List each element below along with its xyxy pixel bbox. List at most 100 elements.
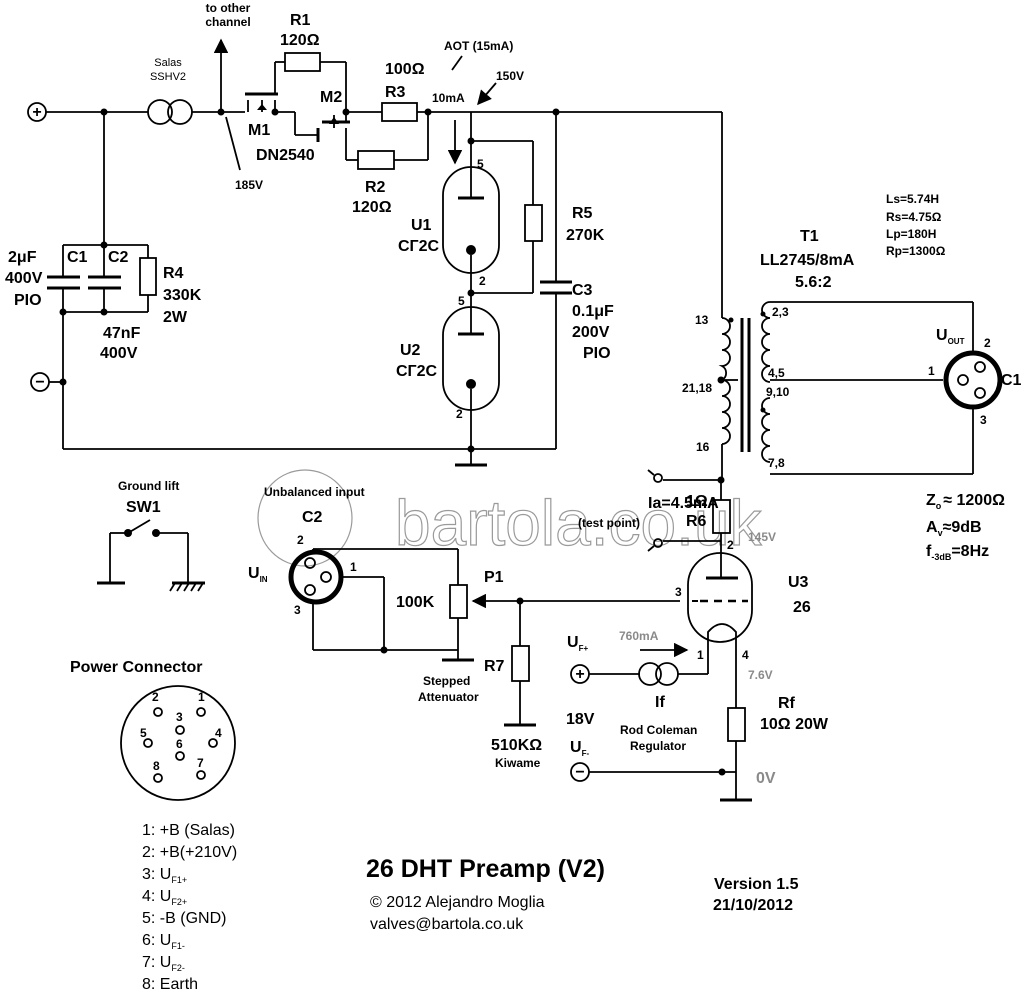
power-connector-pin-label: 5 bbox=[140, 726, 147, 740]
sw1-name: SW1 bbox=[126, 499, 161, 516]
c1-type: PIO bbox=[14, 292, 42, 309]
u2-type: СГ2С bbox=[396, 363, 438, 380]
regulator-label: Regulator bbox=[630, 739, 686, 753]
email-label: valves@bartola.co.uk bbox=[370, 916, 524, 933]
attenuator-label: Attenuator bbox=[418, 690, 479, 704]
u1-name: U1 bbox=[411, 217, 432, 234]
input-connector bbox=[288, 548, 458, 651]
c1-name: C1 bbox=[67, 249, 88, 266]
power-connector-title: Power Connector bbox=[70, 659, 202, 676]
power-connector-pin-label: 4 bbox=[215, 726, 222, 740]
u3-pin2: 2 bbox=[727, 538, 734, 552]
u3-type: 26 bbox=[793, 599, 811, 616]
copyright-label: © 2012 Alejandro Moglia bbox=[370, 894, 545, 911]
power-connector-pin bbox=[175, 751, 185, 761]
c1-value: 2μF bbox=[8, 249, 37, 266]
r4-value: 330K bbox=[163, 287, 202, 304]
version-label: Version 1.5 bbox=[714, 876, 799, 893]
power-connector-pin-label: 1 bbox=[198, 690, 205, 704]
c2-value: 47nF bbox=[103, 325, 141, 342]
r7-name: R7 bbox=[484, 658, 505, 675]
tube-u1 bbox=[442, 112, 500, 312]
uin-pin1: 1 bbox=[350, 560, 357, 574]
t1-name: T1 bbox=[800, 228, 819, 245]
c2-voltage: 400V bbox=[100, 345, 138, 362]
power-connector-legend-row: 2: +B(+210V) bbox=[142, 844, 237, 861]
r7-value: 510KΩ bbox=[491, 737, 542, 754]
power-connector-pin bbox=[175, 725, 185, 735]
c3-type: PIO bbox=[583, 345, 611, 362]
c3-name: C3 bbox=[572, 282, 593, 299]
resistor-r1 bbox=[284, 52, 321, 72]
t1-pin45: 4,5 bbox=[768, 366, 785, 380]
t1-pin16: 16 bbox=[696, 440, 710, 454]
av-spec: Av≈9dB bbox=[926, 519, 982, 538]
r7-brand: Kiwame bbox=[495, 756, 541, 770]
c3-voltage: 200V bbox=[572, 324, 610, 341]
r2-value: 120Ω bbox=[352, 199, 392, 216]
r4-power: 2W bbox=[163, 309, 188, 326]
rod-coleman-label: Rod Coleman bbox=[620, 723, 697, 737]
t1-ls: Ls=5.74H bbox=[886, 192, 939, 206]
filter-bank: C1 C2 2μF 400V PIO 47nF 400V R4 330K 2W … bbox=[5, 244, 556, 450]
watermark: bartola.co.uk bbox=[257, 469, 763, 567]
power-connector-pin bbox=[143, 738, 153, 748]
power-connector-pin bbox=[153, 707, 163, 717]
t1-rp: Rp=1300Ω bbox=[886, 244, 946, 258]
uf-minus-symbol: − bbox=[575, 764, 584, 781]
power-connector-pin-label: 2 bbox=[152, 690, 159, 704]
power-connector-legend-row: 6: UF1- bbox=[142, 932, 185, 951]
input-connector-label: C2 bbox=[302, 509, 323, 526]
mosfet-type-label: DN2540 bbox=[256, 147, 315, 164]
r4-name: R4 bbox=[163, 265, 184, 282]
resistor-r2 bbox=[357, 150, 395, 170]
unbalanced-input-label: Unbalanced input bbox=[264, 485, 365, 499]
resistor-r4 bbox=[139, 257, 157, 296]
c1-voltage: 400V bbox=[5, 270, 43, 287]
v76-label: 7.6V bbox=[748, 668, 773, 682]
u1-pin2: 2 bbox=[479, 274, 486, 288]
u2-name: U2 bbox=[400, 342, 421, 359]
if-label: If bbox=[655, 694, 665, 711]
u2-pin2: 2 bbox=[456, 407, 463, 421]
zo-spec: Zo≈ 1200Ω bbox=[926, 492, 1005, 511]
r1-value: 120Ω bbox=[280, 32, 320, 49]
t1-pin910: 9,10 bbox=[766, 385, 790, 399]
r6-name: R6 bbox=[686, 513, 707, 530]
uin-pin2: 2 bbox=[297, 533, 304, 547]
to-other-label: to other bbox=[206, 1, 251, 15]
c2-name: C2 bbox=[108, 249, 129, 266]
t1-pin23: 2,3 bbox=[772, 305, 789, 319]
salas-model-label: SSHV2 bbox=[150, 71, 186, 83]
t1-pin2118: 21,18 bbox=[682, 381, 712, 395]
v18-label: 18V bbox=[566, 711, 595, 728]
stepped-label: Stepped bbox=[423, 674, 470, 688]
power-connector-legend-row: 1: +B (Salas) bbox=[142, 822, 235, 839]
tube-u3 bbox=[687, 552, 753, 650]
filament-current-label: 760mA bbox=[619, 629, 659, 643]
uout-label: UOUT bbox=[936, 327, 965, 346]
salas-current-source bbox=[147, 99, 193, 125]
power-connector-pin-label: 7 bbox=[197, 756, 204, 770]
diagram-title: 26 DHT Preamp (V2) bbox=[366, 855, 605, 883]
p1-value: 100K bbox=[396, 594, 435, 611]
m1-label: M1 bbox=[248, 122, 270, 139]
v145-label: 145V bbox=[748, 530, 776, 544]
ia-label: Ia=4.5mA bbox=[648, 495, 719, 512]
r5-value: 270K bbox=[566, 227, 605, 244]
watermark-text: bartola.co.uk bbox=[395, 487, 762, 559]
r3-value: 100Ω bbox=[385, 61, 425, 78]
uf-minus-label: UF- bbox=[570, 739, 589, 758]
power-connector-pin-label: 6 bbox=[176, 737, 183, 751]
power-connector-legend-row: 8: Earth bbox=[142, 976, 198, 991]
t1-rs: Rs=4.75Ω bbox=[886, 210, 942, 224]
t1-ratio: 5.6:2 bbox=[795, 274, 832, 291]
v150-label: 150V bbox=[496, 69, 524, 83]
power-connector-pin bbox=[153, 773, 163, 783]
power-connector-legend-row: 3: UF1+ bbox=[142, 866, 187, 885]
power-connector-pin bbox=[196, 707, 206, 717]
switch-sw1 bbox=[97, 519, 205, 592]
uout-pin1: 1 bbox=[928, 364, 935, 378]
r1-name: R1 bbox=[290, 12, 311, 29]
